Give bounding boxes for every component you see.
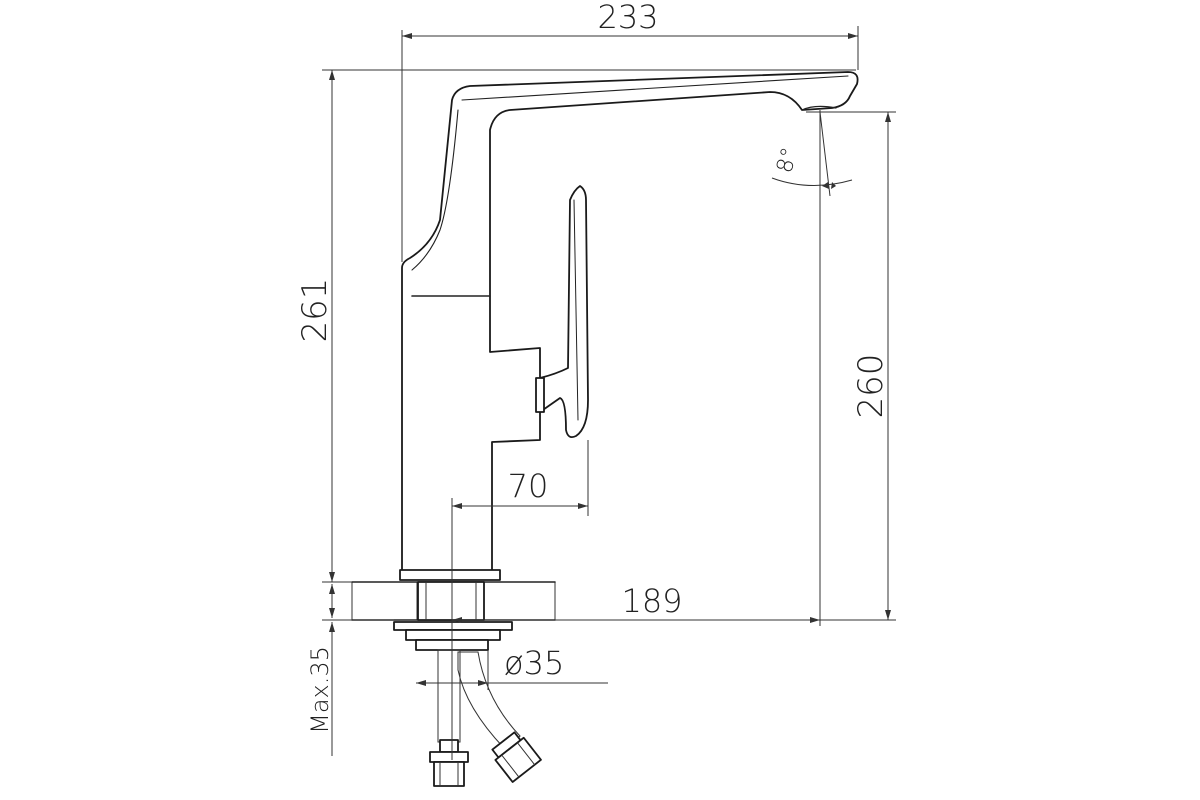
dim-top-width: 233: [597, 0, 658, 36]
dimension-lines: [322, 26, 896, 756]
dim-handle-offset: 70: [508, 467, 549, 505]
lever-handle: [535, 185, 589, 439]
dim-spout-reach: 189: [621, 582, 682, 620]
dim-max-thickness: Max.35: [306, 646, 334, 734]
dim-spout-angle: 8°: [772, 145, 803, 176]
dim-base-diameter: ø35: [504, 644, 564, 682]
supply-hoses: [429, 649, 542, 787]
faucet-body: [401, 71, 859, 573]
dim-total-height: 261: [295, 278, 335, 343]
dim-spout-height: 260: [851, 354, 891, 419]
